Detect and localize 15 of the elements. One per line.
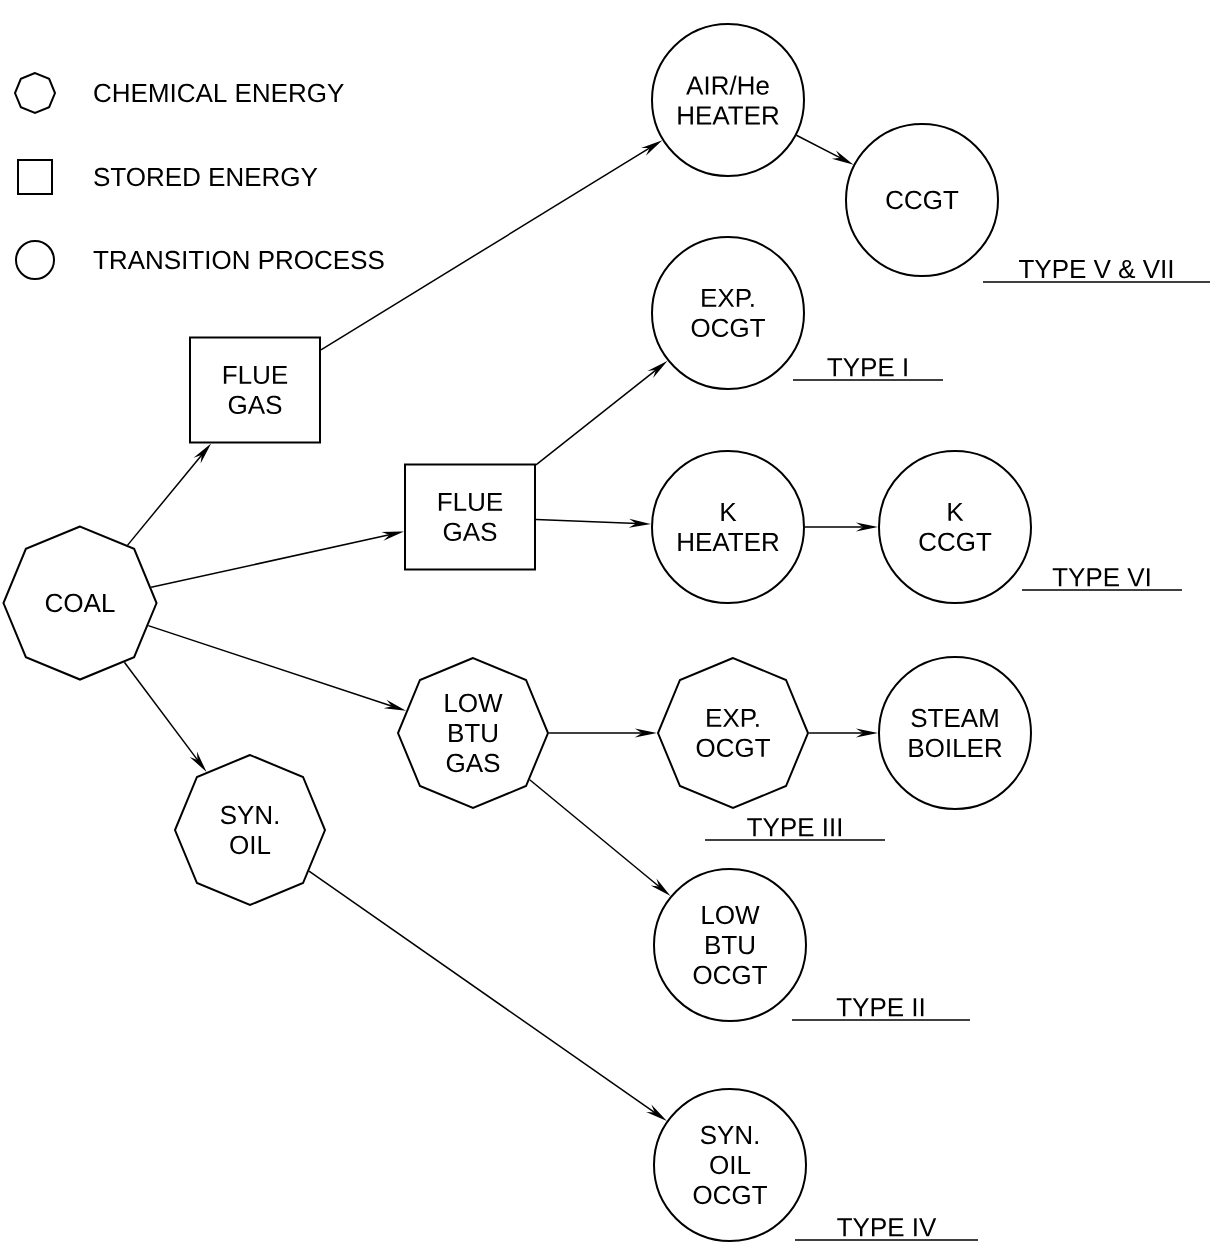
circle-node: AIR/He HEATER [651,23,805,177]
circle-node: SYN. OIL OCGT [653,1088,807,1242]
legend-label: CHEMICAL ENERGY [94,83,344,103]
circle-node: K CCGT [878,450,1032,604]
circle-node: EXP. OCGT [651,236,805,390]
octagon-node: COAL [2,525,158,681]
legend-label: TRANSITION PROCESS [93,250,384,270]
square-node: FLUE GAS [404,463,536,571]
type-label: TYPE III [704,818,886,841]
circle-node: LOW BTU OCGT [653,868,807,1022]
circle-node: STEAM BOILER [878,656,1032,810]
circle-node: CCGT [845,123,999,277]
square-node: FLUE GAS [189,336,321,444]
legend-label: STORED ENERGY [94,167,318,187]
circle-node: K HEATER [651,450,805,604]
